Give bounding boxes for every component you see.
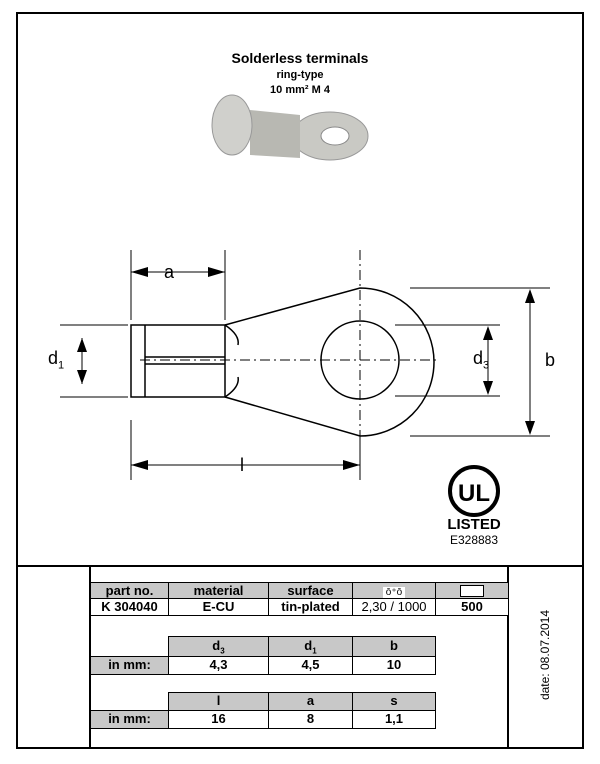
page-title: Solderless terminals — [231, 50, 369, 66]
dim-d1-sub: 1 — [58, 359, 65, 372]
crimp-value: 2,30 / 1000 — [352, 598, 436, 616]
s-value: 1,1 — [352, 710, 436, 729]
b-value: 10 — [352, 656, 436, 675]
divider — [16, 565, 582, 567]
part-number: K 304040 — [90, 598, 169, 616]
header-b: b — [352, 636, 436, 657]
ul-number: E328883 — [449, 533, 499, 547]
ul-logo — [448, 465, 500, 517]
package-qty: 500 — [435, 598, 509, 616]
dim-l-label: l — [240, 455, 244, 475]
drawing-frame — [16, 12, 584, 749]
d3-value: 4,3 — [168, 656, 269, 675]
d3-sub: 3 — [220, 646, 225, 656]
row-label: in mm: — [90, 656, 169, 675]
d3-main: d — [212, 638, 221, 653]
ul-logo-text: UL — [458, 480, 490, 507]
subtitle: ring-type — [276, 69, 324, 81]
dim-d1-main: d — [48, 348, 59, 368]
date-stamp: date: 08.07.2014 — [538, 609, 552, 701]
crimp-tool-icon: ō⁺ō — [382, 587, 406, 598]
material-value: E-CU — [168, 598, 269, 616]
dim-d3-main: d — [473, 348, 484, 368]
header-l: l — [168, 692, 269, 711]
surface-value: tin-plated — [268, 598, 353, 616]
dim-d3-sub: 3 — [483, 359, 490, 372]
header-s: s — [352, 692, 436, 711]
header-surface: surface — [268, 582, 353, 599]
d1-sub: 1 — [312, 646, 317, 656]
ul-listed: LISTED — [447, 516, 501, 533]
header-part-no: part no. — [90, 582, 169, 599]
d1-main: d — [304, 638, 313, 653]
dim-a-label: a — [164, 262, 175, 282]
header-material: material — [168, 582, 269, 599]
header-d1: d1 — [268, 636, 353, 657]
row-label: in mm: — [90, 710, 169, 729]
l-value: 16 — [168, 710, 269, 729]
a-value: 8 — [268, 710, 353, 729]
dim-b-label: b — [545, 350, 556, 370]
package-box-icon — [460, 585, 484, 597]
header-d3: d3 — [168, 636, 269, 657]
divider — [507, 565, 509, 747]
dim-d3-label: d3 — [473, 348, 489, 372]
dim-d1-label: d1 — [48, 348, 64, 372]
size-spec: 10 mm² M 4 — [270, 84, 330, 96]
header-package — [435, 582, 509, 599]
header-a: a — [268, 692, 353, 711]
d1-value: 4,5 — [268, 656, 353, 675]
header-crimp: ō⁺ō — [352, 582, 436, 599]
terminal-photo — [211, 94, 369, 161]
